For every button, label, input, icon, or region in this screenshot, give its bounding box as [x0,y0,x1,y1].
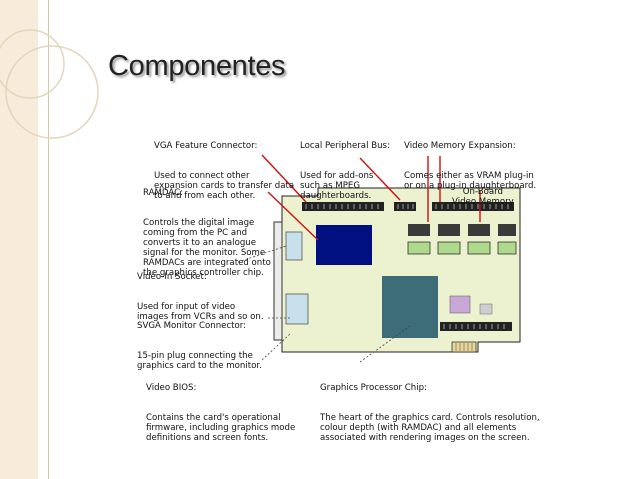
label-vram-expansion: Video Memory Expansion: Comes either as … [404,121,536,201]
label-graphics-chip-title: Graphics Processor Chip: [320,383,427,393]
label-video-in-body: Used for input of video images from VCRs… [137,302,264,322]
label-ramdac: RAMDAC: Controls the digital image comin… [143,168,271,288]
card-bracket [273,221,283,341]
label-video-bios-title: Video BIOS: [146,383,197,393]
label-graphics-chip: Graphics Processor Chip: The heart of th… [320,363,540,453]
label-svga-monitor-title: SVGA Monitor Connector: [137,321,247,331]
label-svga-monitor: SVGA Monitor Connector: 15-pin plug conn… [137,301,262,381]
small-chip [479,303,493,315]
memory-chips [407,224,517,255]
callout-lines-dark [237,245,411,363]
callout-lines [261,154,481,241]
graphics-processor-chip [382,276,438,338]
label-vram-expansion-body: Comes either as VRAM plug-in or on a plu… [404,171,537,191]
label-graphics-chip-body: The heart of the graphics card. Controls… [320,413,540,443]
ramdac-chip [316,225,372,265]
label-video-bios-body: Contains the card's operational firmware… [146,413,296,443]
bottom-connector [440,322,512,331]
label-vga-feature-title: VGA Feature Connector: [154,141,258,151]
slide-title: Componentes [108,50,286,82]
label-local-bus: Local Peripheral Bus: Used for add-ons s… [300,121,390,211]
video-in-socket [285,231,303,261]
svga-monitor-connector [285,293,309,325]
label-onboard-memory: On-Board Video Memory [452,167,514,217]
label-svga-monitor-body: 15-pin plug connecting the graphics card… [137,351,262,371]
label-local-bus-title: Local Peripheral Bus: [300,141,390,151]
label-vram-expansion-title: Video Memory Expansion: [404,141,516,151]
label-ramdac-body: Controls the digital image coming from t… [143,218,271,278]
label-onboard-memory-title: On-Board Video Memory [452,187,514,207]
vram-expansion-connector [432,202,514,211]
label-vga-feature-body: Used to connect other expansion cards to… [154,171,295,201]
vga-feature-connector [302,202,384,211]
label-vga-feature-connector: VGA Feature Connector: Used to connect o… [154,121,294,211]
label-video-in-title: Video-In Socket: [137,272,207,282]
local-bus-connector [394,202,416,211]
bios-chip [449,295,471,314]
label-video-bios: Video BIOS: Contains the card's operatio… [146,363,295,453]
label-local-bus-body: Used for add-ons such as MPEG daughterbo… [300,171,374,201]
slide-sidebar-line [48,0,49,479]
label-ramdac-title: RAMDAC: [143,188,184,198]
label-video-in: Video-In Socket: Used for input of video… [137,252,264,332]
